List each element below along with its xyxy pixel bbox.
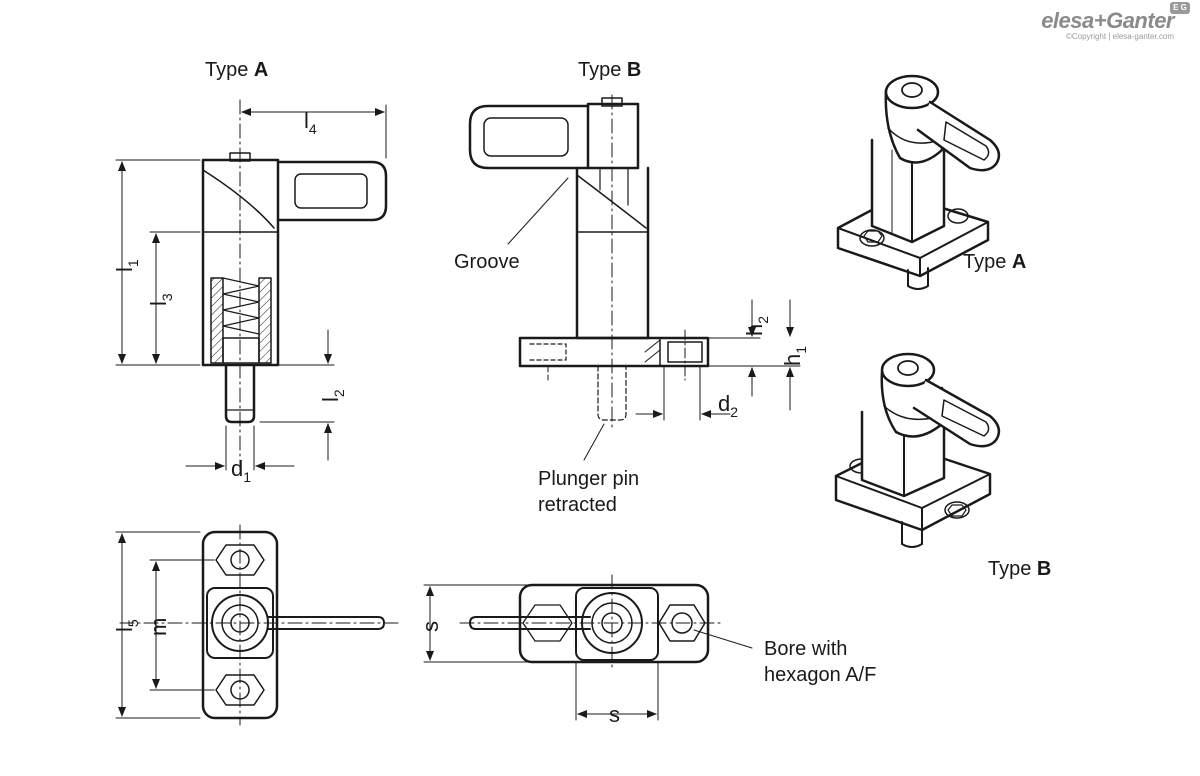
brand-badge: E G <box>1170 2 1190 14</box>
dim-h1: h1 <box>780 346 809 366</box>
dim-d2: d2 <box>718 391 738 420</box>
dim-s-horizontal: s <box>609 702 620 727</box>
dim-l4: l4 <box>304 108 317 137</box>
type-a-front-view <box>115 99 388 471</box>
type-b-isometric <box>834 352 1001 548</box>
dim-l5: l5 <box>112 619 141 632</box>
type-a-front-label: Type A <box>205 59 268 81</box>
type-b-top-view <box>423 574 753 721</box>
type-b-iso-label: Type B <box>988 558 1051 580</box>
labels: Type A Type B Type A Type B Groove Plung… <box>112 59 1051 727</box>
brand-copyright: ©Copyright | elesa-ganter.com <box>1065 32 1174 41</box>
dim-d1: d1 <box>231 456 251 485</box>
type-b-front-label: Type B <box>578 59 641 81</box>
dim-l1: l1 <box>112 259 141 272</box>
dim-m: m <box>146 618 171 636</box>
dim-h2: h2 <box>742 316 771 336</box>
type-b-front-view <box>468 94 801 461</box>
bore-label-line1: Bore with <box>764 638 847 660</box>
plunger-label-line1: Plunger pin <box>538 468 639 490</box>
type-a-isometric <box>836 74 1001 290</box>
dim-l3: l3 <box>146 293 175 306</box>
plunger-label-line2: retracted <box>538 494 617 516</box>
type-a-top-view <box>115 524 401 726</box>
brand-name: elesa+Ganter <box>1041 8 1174 33</box>
brand-logo: elesa+Ganter E G ©Copyright | elesa-gant… <box>1041 2 1190 41</box>
type-a-iso-label: Type A <box>963 251 1026 273</box>
dim-l2: l2 <box>318 389 347 402</box>
bore-label-line2: hexagon A/F <box>764 664 876 686</box>
groove-label: Groove <box>454 251 520 273</box>
dim-s-vertical: s <box>418 621 443 632</box>
